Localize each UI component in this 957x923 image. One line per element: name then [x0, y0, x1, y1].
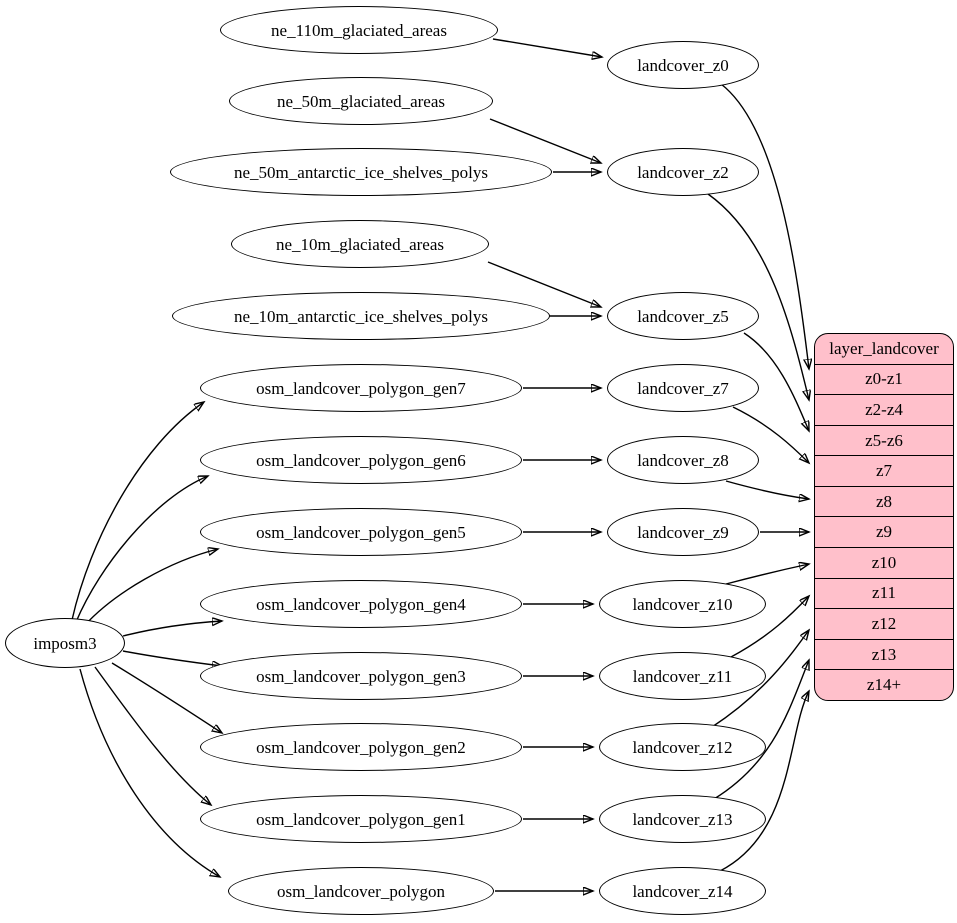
node-label: landcover_z0 [637, 55, 729, 75]
node-label: ne_110m_glaciated_areas [271, 20, 447, 40]
node-label: landcover_z8 [637, 450, 729, 470]
node-landcover-z13: landcover_z13 [599, 795, 766, 843]
edge-imposm3-to-osm-landcover-polygon-gen5 [83, 549, 218, 627]
node-label: osm_landcover_polygon_gen5 [256, 522, 466, 542]
record-row-z13: z13 [815, 638, 953, 670]
node-osm-landcover-polygon-gen3: osm_landcover_polygon_gen3 [200, 652, 522, 700]
node-osm-landcover-polygon: osm_landcover_polygon [228, 867, 494, 915]
node-landcover-z7: landcover_z7 [607, 364, 759, 412]
node-osm-landcover-polygon-gen2: osm_landcover_polygon_gen2 [200, 723, 522, 771]
node-osm-landcover-polygon-gen4: osm_landcover_polygon_gen4 [200, 580, 522, 628]
node-landcover-z8: landcover_z8 [607, 436, 759, 484]
edge-landcover-z13-to-row-z13 [713, 660, 809, 800]
node-label: landcover_z5 [637, 306, 729, 326]
node-landcover-z11: landcover_z11 [599, 652, 766, 700]
node-ne-50m-antarctic-ice-shelves-polys: ne_50m_antarctic_ice_shelves_polys [170, 148, 552, 196]
node-landcover-z9: landcover_z9 [607, 508, 759, 556]
edge-imposm3-to-osm-landcover-polygon-gen3 [122, 650, 222, 666]
node-landcover-z5: landcover_z5 [607, 292, 759, 340]
node-landcover-z0: landcover_z0 [607, 41, 759, 89]
node-label: imposm3 [33, 633, 97, 653]
record-row-z8: z8 [815, 485, 953, 517]
node-label: landcover_z13 [632, 809, 733, 829]
record-row-z9: z9 [815, 516, 953, 547]
node-ne-110m-glaciated-areas: ne_110m_glaciated_areas [220, 6, 498, 54]
node-label: osm_landcover_polygon_gen6 [256, 450, 466, 470]
record-row-z5-z6: z5-z6 [815, 424, 953, 456]
edge-ne-110m-glaciated-areas-to-landcover-z0 [492, 38, 602, 57]
edge-landcover-z8-to-row-z8 [725, 480, 809, 499]
node-landcover-z2: landcover_z2 [607, 148, 759, 196]
edge-landcover-z14-to-row-z14plus [719, 691, 809, 872]
record-row-z10: z10 [815, 547, 953, 578]
node-osm-landcover-polygon-gen5: osm_landcover_polygon_gen5 [200, 508, 522, 556]
node-label: osm_landcover_polygon_gen4 [256, 594, 466, 614]
node-label: ne_10m_antarctic_ice_shelves_polys [234, 306, 488, 326]
node-imposm3: imposm3 [5, 618, 125, 668]
node-label: osm_landcover_polygon_gen7 [256, 378, 466, 398]
record-row-z14plus: z14+ [815, 669, 953, 700]
edge-imposm3-to-osm-landcover-polygon-gen2 [111, 662, 222, 733]
record-row-z2-z4: z2-z4 [815, 394, 953, 425]
node-ne-10m-antarctic-ice-shelves-polys: ne_10m_antarctic_ice_shelves_polys [172, 292, 550, 340]
edge-ne-10m-glaciated-areas-to-landcover-z5 [487, 261, 601, 307]
record-row-z11: z11 [815, 577, 953, 609]
node-label: ne_10m_glaciated_areas [275, 234, 445, 254]
record-row-z0-z1: z0-z1 [815, 363, 953, 395]
edge-imposm3-to-osm-landcover-polygon [79, 668, 220, 877]
node-label: landcover_z7 [637, 378, 729, 398]
edge-landcover-z2-to-row-z2-z4 [707, 193, 809, 400]
node-label: osm_landcover_polygon_gen2 [256, 737, 466, 757]
node-label: landcover_z2 [637, 162, 729, 182]
edge-imposm3-to-osm-landcover-polygon-gen7 [71, 402, 204, 621]
node-label: osm_landcover_polygon [276, 881, 446, 901]
node-label: landcover_z12 [632, 737, 733, 757]
edge-ne-50m-glaciated-areas-to-landcover-z2 [489, 118, 601, 163]
edge-landcover-z10-to-row-z10 [725, 564, 809, 585]
node-label: osm_landcover_polygon_gen1 [256, 809, 466, 829]
node-label: landcover_z14 [632, 881, 733, 901]
record-title: layer_landcover [829, 338, 939, 358]
node-ne-50m-glaciated-areas: ne_50m_glaciated_areas [229, 77, 493, 125]
record-row-z12: z12 [815, 608, 953, 639]
node-landcover-z14: landcover_z14 [599, 867, 766, 915]
node-ne-10m-glaciated-areas: ne_10m_glaciated_areas [231, 220, 489, 268]
record-node-layer-landcover: layer_landcover z0-z1 z2-z4 z5-z6 z7 z8 … [814, 333, 954, 701]
node-label: landcover_z9 [637, 522, 729, 542]
edge-landcover-z12-to-row-z12 [711, 630, 809, 728]
node-osm-landcover-polygon-gen1: osm_landcover_polygon_gen1 [200, 795, 522, 843]
node-label: ne_50m_antarctic_ice_shelves_polys [234, 162, 488, 182]
edge-landcover-z7-to-row-z7 [732, 406, 809, 463]
node-osm-landcover-polygon-gen6: osm_landcover_polygon_gen6 [200, 436, 522, 484]
edge-imposm3-to-osm-landcover-polygon-gen6 [75, 476, 208, 623]
node-landcover-z12: landcover_z12 [599, 723, 766, 771]
edge-landcover-z11-to-row-z11 [730, 596, 809, 658]
edge-imposm3-to-osm-landcover-polygon-gen4 [122, 621, 222, 637]
record-row-z7: z7 [815, 455, 953, 486]
edge-landcover-z5-to-row-z5-z6 [743, 332, 809, 431]
node-label: ne_50m_glaciated_areas [276, 91, 446, 111]
node-label: landcover_z10 [632, 594, 733, 614]
node-label: osm_landcover_polygon_gen3 [256, 666, 466, 686]
node-osm-landcover-polygon-gen7: osm_landcover_polygon_gen7 [200, 364, 522, 412]
edge-imposm3-to-osm-landcover-polygon-gen1 [94, 666, 211, 805]
edge-landcover-z0-to-row-z0-z1 [720, 83, 809, 369]
node-landcover-z10: landcover_z10 [599, 580, 766, 628]
node-label: landcover_z11 [632, 666, 733, 686]
